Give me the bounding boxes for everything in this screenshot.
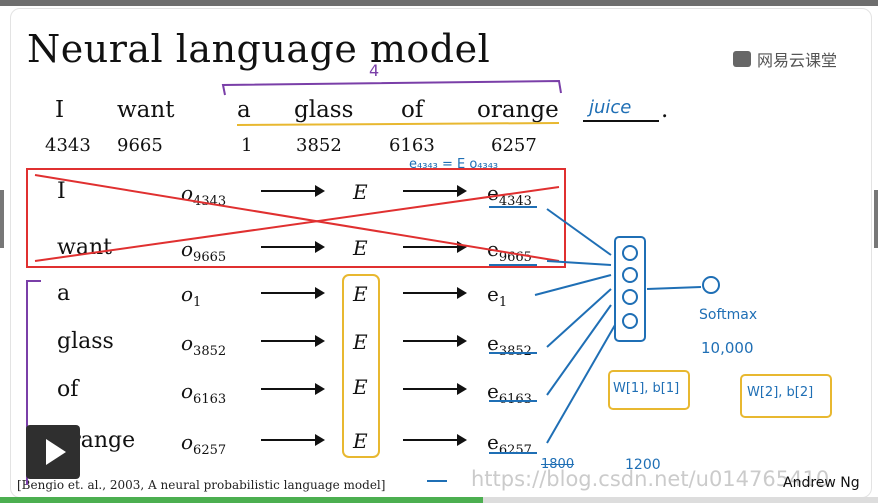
softmax-size: 10,000 bbox=[701, 339, 754, 357]
word-id: 3852 bbox=[296, 135, 342, 156]
row-word: I bbox=[57, 179, 66, 204]
lecture-slide: Neural language model 网易云课堂 I want a gla… bbox=[10, 8, 872, 498]
author: Andrew Ng bbox=[783, 475, 860, 491]
word-id: 1 bbox=[241, 135, 253, 156]
top-bar bbox=[0, 0, 878, 6]
target-word: juice bbox=[589, 97, 632, 118]
embedding-vector: e4343 bbox=[487, 181, 532, 209]
progress-bar[interactable] bbox=[0, 497, 878, 503]
arrow-icon bbox=[403, 434, 467, 446]
arrow-icon bbox=[403, 241, 467, 253]
row-word: of bbox=[57, 377, 79, 402]
hidden-params: W[1], b[1] bbox=[613, 381, 680, 396]
arrow-icon bbox=[261, 383, 325, 395]
one-hot-vector: o3852 bbox=[181, 331, 227, 359]
sentence-word: a bbox=[237, 97, 251, 123]
embedding-matrix: E bbox=[353, 180, 368, 204]
arrow-icon bbox=[261, 287, 325, 299]
sentence-word: glass bbox=[294, 97, 354, 123]
word-id: 4343 bbox=[45, 135, 91, 156]
arrow-icon bbox=[403, 185, 467, 197]
prev-slide-handle[interactable] bbox=[0, 190, 4, 248]
output-params: W[2], b[2] bbox=[747, 385, 814, 400]
progress-fill bbox=[0, 497, 483, 503]
sentence-word: I bbox=[55, 97, 65, 123]
sentence-word: orange bbox=[477, 97, 559, 123]
bracket-count: 4 bbox=[369, 61, 380, 80]
arrow-icon bbox=[261, 335, 325, 347]
arrow-icon bbox=[403, 335, 467, 347]
embedding-matrix: E bbox=[353, 282, 368, 306]
softmax-label: Softmax bbox=[699, 307, 758, 323]
embedding-vector: e9665 bbox=[487, 237, 532, 265]
row-word: glass bbox=[57, 329, 114, 354]
one-hot-vector: o6257 bbox=[181, 430, 227, 458]
citation: [Bengio et. al., 2003, A neural probabil… bbox=[17, 478, 386, 492]
embedding-matrix: E bbox=[353, 236, 368, 260]
embedding-matrix: E bbox=[353, 375, 368, 399]
embedding-vector: e6163 bbox=[487, 379, 532, 407]
row-word: a bbox=[57, 281, 71, 306]
embedding-matrix: E bbox=[353, 330, 368, 354]
logo-text: 网易云课堂 bbox=[757, 51, 838, 70]
sentence-word: of bbox=[401, 97, 424, 123]
word-id: 9665 bbox=[117, 135, 163, 156]
slide-title: Neural language model bbox=[27, 27, 491, 71]
sentence-word: want bbox=[117, 97, 175, 123]
arrow-icon bbox=[261, 434, 325, 446]
arrow-icon bbox=[403, 383, 467, 395]
word-id: 6163 bbox=[389, 135, 435, 156]
one-hot-vector: o1 bbox=[181, 282, 202, 310]
arrow-icon bbox=[261, 241, 325, 253]
word-id: 6257 bbox=[491, 135, 537, 156]
embedding-matrix: E bbox=[353, 429, 368, 453]
embedding-vector: e3852 bbox=[487, 331, 532, 359]
one-hot-vector: o9665 bbox=[181, 237, 227, 265]
netease-logo: 网易云课堂 bbox=[733, 47, 837, 71]
handwritten-ink bbox=[26, 79, 832, 485]
logo-icon bbox=[733, 51, 751, 67]
dim-struck: 1800 bbox=[541, 457, 575, 472]
sentence-period: . bbox=[661, 97, 669, 123]
dim-new: 1200 bbox=[625, 457, 661, 473]
embedding-vector: e1 bbox=[487, 282, 508, 310]
embedding-vector: e6257 bbox=[487, 430, 532, 458]
arrow-icon bbox=[261, 185, 325, 197]
one-hot-vector: o6163 bbox=[181, 379, 227, 407]
play-button[interactable] bbox=[26, 425, 80, 479]
watermark: https://blog.csdn.net/u014765410 bbox=[471, 467, 830, 491]
arrow-icon bbox=[403, 287, 467, 299]
next-slide-handle[interactable] bbox=[874, 190, 878, 248]
